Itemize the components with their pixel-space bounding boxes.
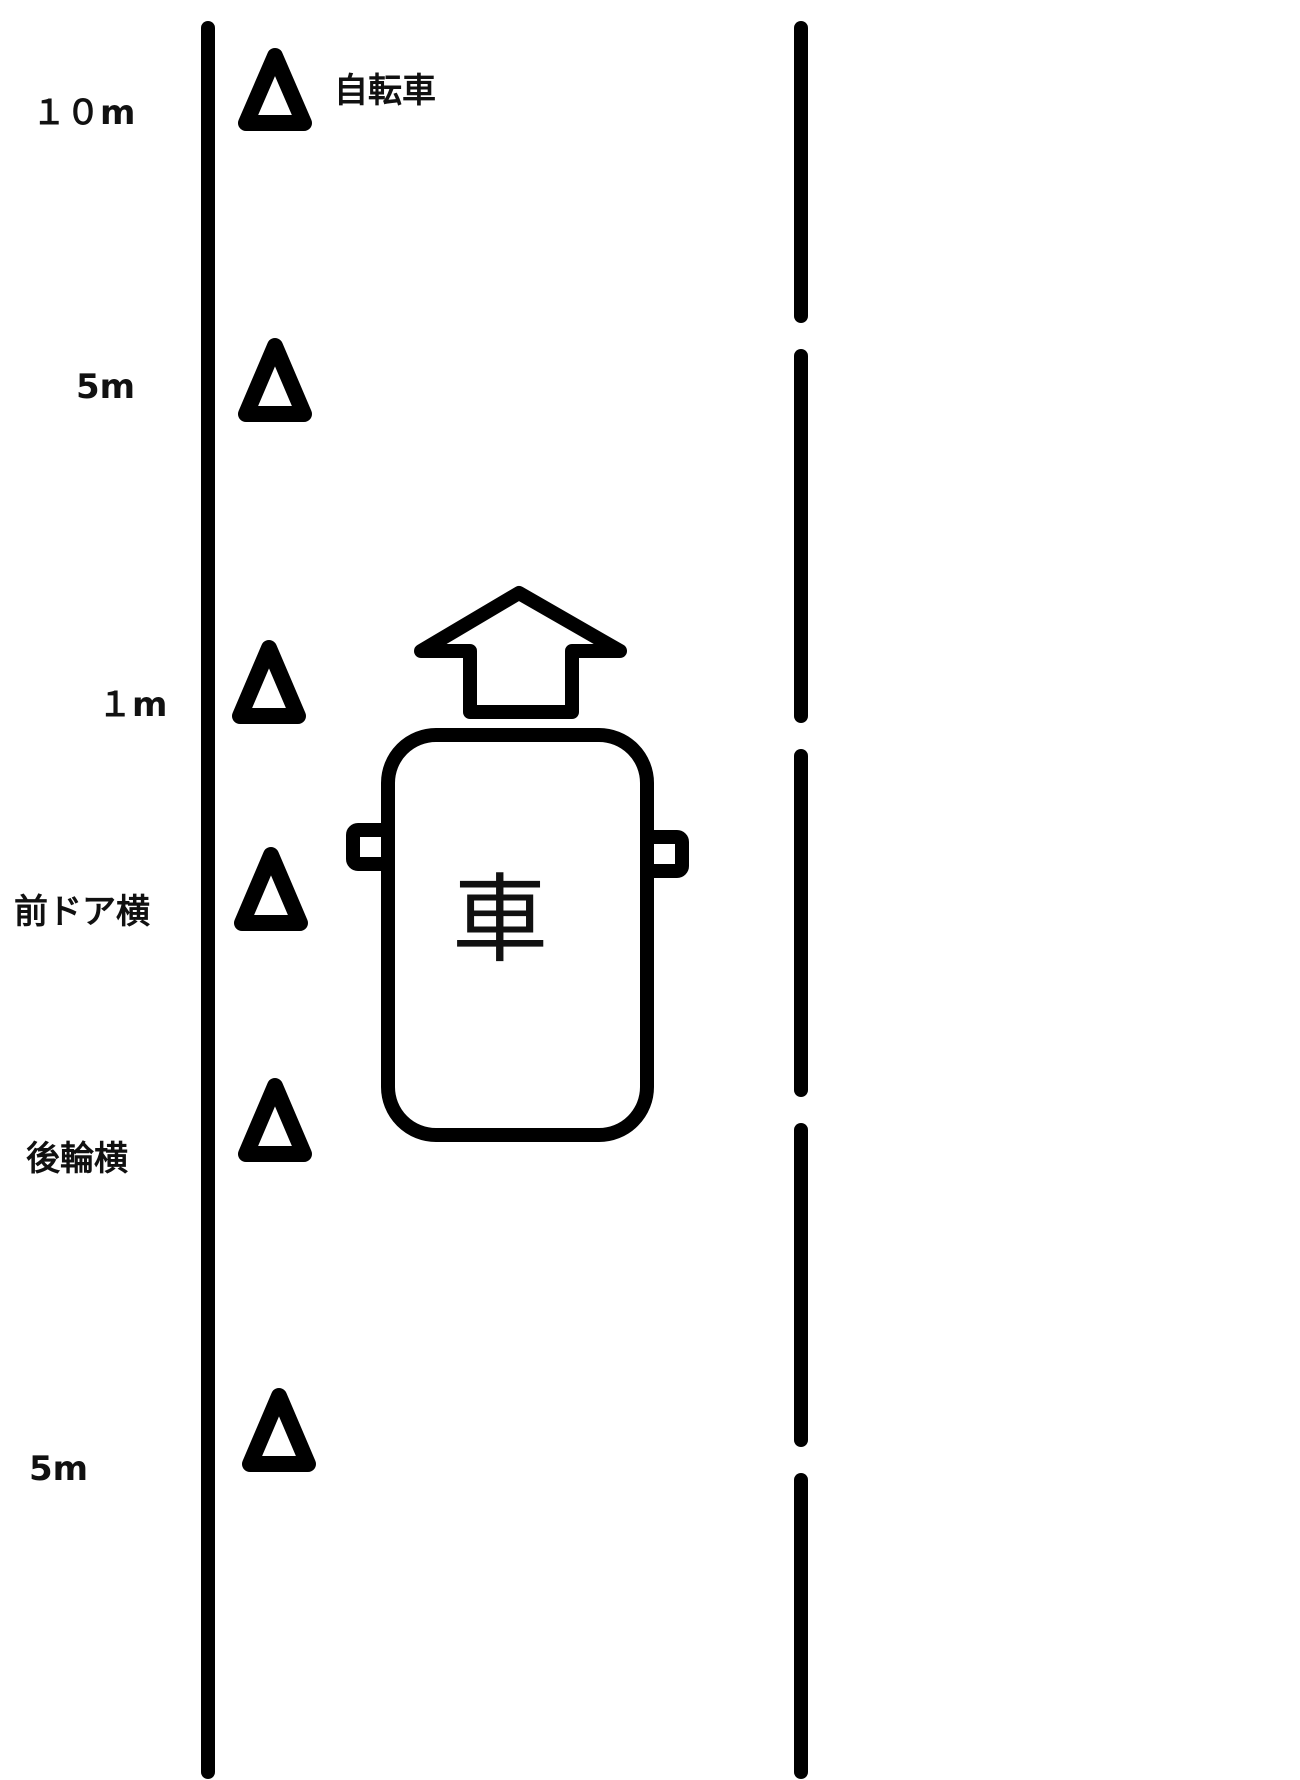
arrow-up-icon (414, 586, 627, 719)
distance-label-5m-behind: 5m (29, 1449, 89, 1489)
cone-triangle-icon (238, 48, 312, 131)
cone-triangle-icon (242, 1388, 316, 1472)
cone-triangle-icon (238, 1078, 312, 1162)
car-body (381, 728, 654, 1142)
cone-triangle-icon (238, 338, 312, 422)
car-right-mirror (640, 830, 689, 878)
cone-triangle-icon (232, 640, 306, 724)
distance-label-front-door: 前ドア横 (14, 892, 150, 932)
car-icon (346, 728, 689, 1142)
bicycle-label: 自転車 (334, 71, 436, 111)
cone-triangle-icon (234, 847, 308, 931)
distance-label-5m-ahead: 5m (76, 367, 136, 407)
car-label: 車 (452, 864, 548, 976)
distance-label-10m: １０m (32, 93, 136, 133)
cone-markers (232, 48, 316, 1472)
distance-label-1m: １m (98, 685, 168, 725)
distance-label-rear-wheel: 後輪横 (26, 1139, 128, 1179)
car-left-mirror (346, 823, 395, 871)
